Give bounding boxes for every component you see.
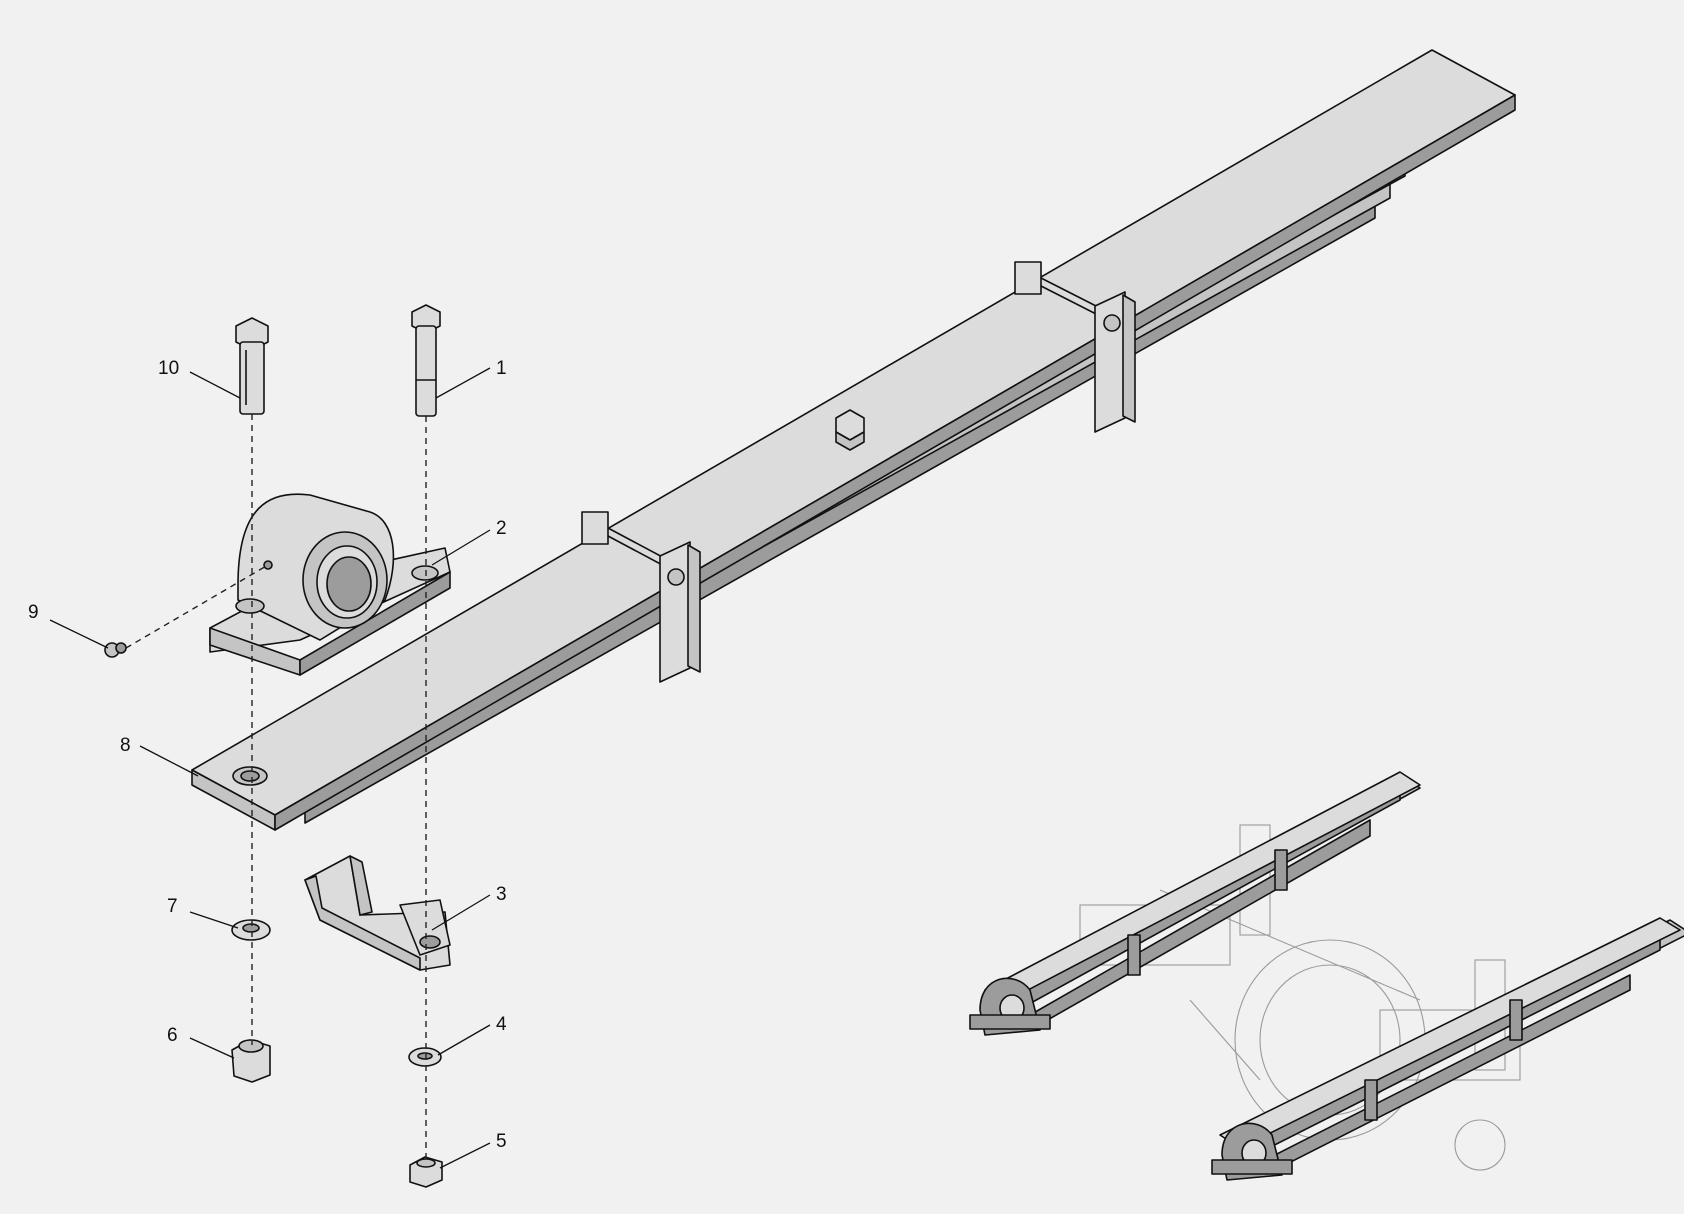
leader-8 (139, 745, 199, 777)
callout-8: 8 (120, 735, 131, 756)
spring-seat-bracket (209, 493, 451, 676)
callout-4: 4 (496, 1014, 507, 1035)
installed-assembly-inset (969, 771, 1684, 1181)
rebound-clip-left (581, 511, 701, 683)
nut-6 (231, 1039, 271, 1083)
callout-labels: 10 1 2 9 8 3 7 4 6 5 (28, 358, 507, 1152)
washer-7 (231, 919, 271, 941)
leader-5 (439, 1142, 491, 1169)
callout-10: 10 (158, 358, 179, 379)
bolt-1 (411, 304, 441, 417)
leader-lines (49, 367, 491, 1169)
spring-leaf-main-side (274, 94, 1516, 831)
leaf-spring-assembly (191, 49, 1516, 831)
leader-9 (49, 619, 109, 649)
assembly-axes (125, 414, 427, 1160)
inset-leaf-spring-right (1211, 917, 1684, 1181)
leader-4 (437, 1024, 491, 1056)
center-bolt (835, 409, 865, 451)
inset-bracket-left (969, 977, 1051, 1036)
lower-spring-seat (304, 855, 451, 971)
callout-1: 1 (496, 358, 507, 379)
callout-7: 7 (167, 896, 178, 917)
leader-10 (189, 371, 241, 399)
bolt-10 (235, 317, 269, 415)
rebound-clip-right (1014, 261, 1136, 433)
inset-bracket-right (1211, 1122, 1293, 1181)
callout-3: 3 (496, 884, 507, 905)
leader-7 (189, 911, 239, 929)
washer-4 (408, 1047, 442, 1067)
leader-1 (435, 367, 491, 399)
callout-6: 6 (167, 1025, 178, 1046)
callout-2: 2 (496, 518, 507, 539)
leader-3 (431, 894, 491, 931)
leader-2 (431, 529, 491, 566)
nut-5 (409, 1156, 443, 1188)
grease-nipple-9 (104, 642, 127, 658)
leader-6 (189, 1037, 235, 1059)
callout-9: 9 (28, 602, 39, 623)
callout-5: 5 (496, 1131, 507, 1152)
inset-leaf-spring-left (969, 771, 1421, 1036)
